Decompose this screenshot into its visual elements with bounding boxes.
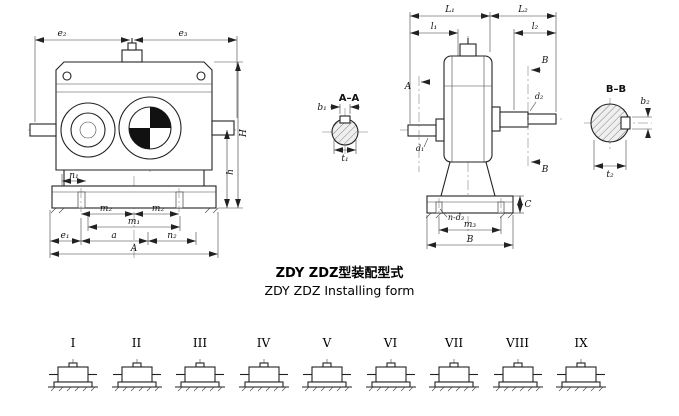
dim-l1: l₁	[431, 22, 438, 32]
section-bb: B–B b₂ t₂	[584, 84, 652, 180]
side-dimensions: L₁ L₂ l₁ l₂ A B B d₁ d₂ C	[404, 5, 557, 249]
title-english: ZDY ZDZ Installing form	[264, 283, 415, 298]
section-aa-label: A–A	[339, 93, 360, 104]
vent-side	[459, 43, 477, 57]
form-item-4: IV	[236, 336, 292, 393]
form-item-8: VIII	[490, 336, 546, 393]
form-item-9: IX	[553, 336, 609, 393]
form-label: III	[192, 336, 208, 350]
foundation-slot	[175, 191, 184, 209]
vent-base	[121, 49, 143, 63]
input-shaft	[29, 123, 57, 137]
dim-e1: e₁	[61, 231, 70, 241]
gearbox-icon	[428, 358, 480, 392]
dim-e3: e₃	[179, 29, 188, 39]
cut-label-A: A	[404, 82, 412, 92]
form-label: IV	[256, 336, 271, 350]
section-aa: A–A b₁ t₁	[317, 93, 368, 164]
dim-A: A	[130, 244, 138, 254]
dim-n2: n₂	[167, 231, 177, 241]
form-item-1: I	[45, 336, 101, 393]
cut-label-B-top: B	[541, 56, 549, 66]
base-plate	[51, 185, 217, 209]
dim-b2: b₂	[640, 97, 650, 107]
form-label: VII	[444, 336, 464, 350]
pedestal-base	[426, 195, 514, 214]
form-label: II	[131, 336, 142, 350]
housing-side	[443, 55, 493, 163]
bearing-boss-left	[435, 118, 445, 142]
gearbox-icon	[47, 358, 99, 392]
form-label: VIII	[506, 336, 529, 350]
assembly-drawing: e₂ e₃ H h n₁ m₂ m₂ m₁	[28, 5, 652, 258]
form-label: V	[322, 336, 332, 350]
dim-l2: l₂	[532, 22, 539, 32]
cut-label-B-bottom: B	[541, 165, 549, 175]
gearbox-icon	[237, 358, 290, 392]
dim-d2: d₂	[535, 92, 543, 101]
gearbox-icon	[110, 358, 163, 392]
gearbox-icon	[491, 358, 544, 392]
bolt-hole-left	[62, 71, 72, 81]
dim-h: h	[226, 169, 236, 175]
dim-d1: d₁	[416, 144, 424, 153]
dim-H: H	[239, 129, 249, 138]
form-label: I	[70, 336, 76, 350]
form-item-6: VI	[363, 336, 419, 393]
side-view	[400, 36, 562, 236]
dim-B-base: B	[466, 235, 474, 245]
dim-m2-right: m₂	[152, 204, 165, 214]
input-shaft-side	[407, 124, 437, 137]
dim-m2-left: m₂	[100, 204, 113, 214]
form-label: VI	[383, 336, 398, 350]
drawing-title: ZDY ZDZ型装配型式 ZDY ZDZ Installing form	[0, 262, 679, 298]
output-shaft-end	[527, 113, 557, 125]
datum-quadrant	[129, 128, 150, 149]
dim-a: a	[111, 231, 116, 241]
dim-e2: e₂	[58, 29, 67, 39]
dim-L1: L₁	[444, 5, 455, 15]
form-item-7: VII	[426, 336, 482, 393]
front-view	[28, 38, 242, 258]
ground-hatch	[50, 207, 219, 214]
gearbox-icon	[301, 358, 353, 392]
front-dimensions: e₂ e₃ H h n₁ m₂ m₂ m₁	[34, 29, 249, 258]
dim-n1: n₁	[69, 171, 78, 181]
dim-m1: m₁	[128, 217, 140, 227]
form-label: IX	[574, 336, 588, 350]
gearbox-icon	[555, 358, 607, 392]
keyway	[620, 116, 631, 130]
dim-t1: t₁	[341, 154, 348, 164]
gearbox-icon	[364, 358, 417, 392]
dim-t2: t₂	[606, 170, 614, 180]
title-chinese: ZDY ZDZ型装配型式	[275, 266, 404, 281]
installing-forms-row: I II III IV V VI VII VIII	[45, 336, 609, 393]
pedestal-flare	[440, 161, 496, 197]
ground-hatch	[425, 212, 514, 219]
dim-C: C	[525, 200, 532, 210]
foundation-slot	[77, 191, 86, 209]
gearbox-icon	[174, 358, 226, 392]
output-shaft-step	[499, 111, 529, 128]
keyway	[339, 115, 351, 124]
form-item-2: II	[109, 336, 165, 393]
bearing-boss-right	[491, 106, 501, 132]
output-shaft	[211, 120, 235, 136]
datum-quadrant	[150, 107, 171, 128]
dim-n-d3: n-d₃	[448, 213, 464, 222]
form-item-3: III	[172, 336, 228, 393]
form-item-5: V	[299, 336, 355, 393]
dim-b1: b₁	[317, 103, 326, 113]
vent-cap	[127, 42, 137, 51]
dim-m3: m₃	[464, 220, 477, 230]
bolt-hole-right	[196, 71, 206, 81]
section-bb-label: B–B	[606, 84, 626, 95]
dim-L2: L₂	[517, 5, 528, 15]
